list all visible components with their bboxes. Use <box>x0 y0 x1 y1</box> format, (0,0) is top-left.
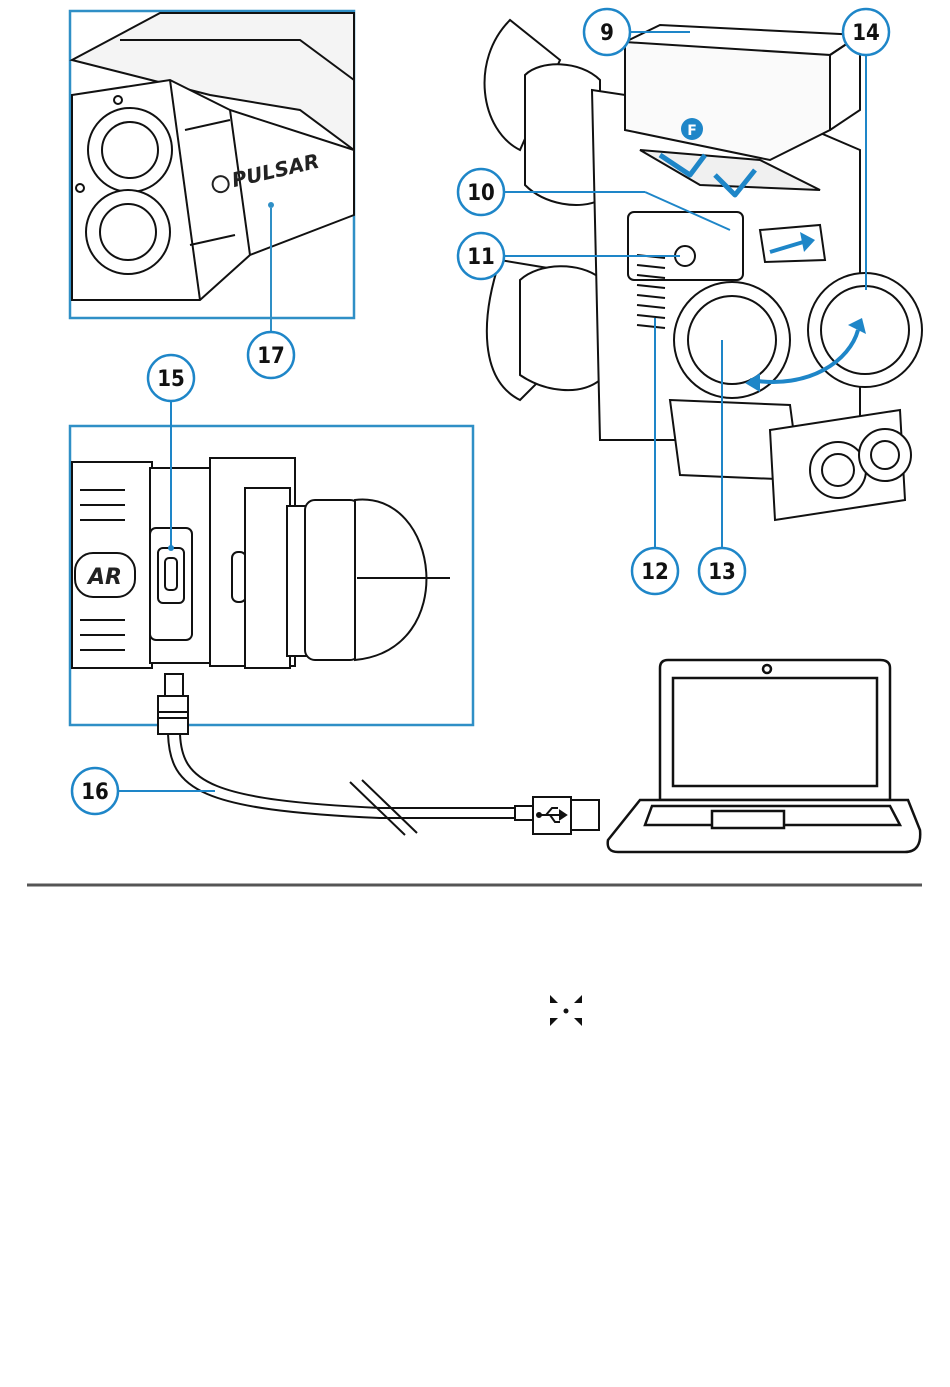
laptop-icon <box>608 660 920 852</box>
callout-12: 12 <box>632 548 678 594</box>
usb-c-plug <box>165 674 183 696</box>
callout-10: 10 <box>458 169 504 215</box>
usb-port-closeup-panel: AR <box>70 398 473 725</box>
svg-text:13: 13 <box>708 560 736 585</box>
callout-9: 9 <box>584 9 630 55</box>
svg-text:16: 16 <box>81 780 109 805</box>
callout-14: 14 <box>843 9 889 55</box>
callout-15: 15 <box>148 355 194 401</box>
svg-text:15: 15 <box>157 367 185 392</box>
svg-text:11: 11 <box>467 245 495 270</box>
svg-text:9: 9 <box>600 21 614 46</box>
rangefinder-closeup-panel: PULSAR <box>70 11 354 335</box>
thermal-device-illustration <box>485 20 922 520</box>
svg-text:17: 17 <box>257 344 285 369</box>
svg-text:F: F <box>687 123 697 139</box>
callout-13: 13 <box>699 548 745 594</box>
svg-text:14: 14 <box>852 21 880 46</box>
svg-text:10: 10 <box>467 181 495 206</box>
callout-17: 17 <box>248 332 294 378</box>
laptop-screen <box>673 678 877 786</box>
callout-16: 16 <box>72 768 215 814</box>
laptop-touchpad <box>712 811 784 828</box>
focus-target-icon <box>550 995 582 1026</box>
svg-text:AR: AR <box>86 565 122 590</box>
svg-text:12: 12 <box>641 560 669 585</box>
callout-11: 11 <box>458 233 504 279</box>
